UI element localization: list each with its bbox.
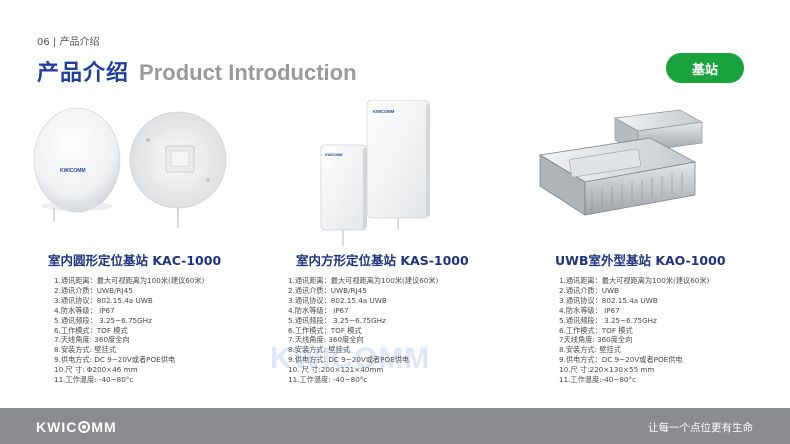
spec-item: 4.防水等级： IP67 xyxy=(288,305,349,315)
outdoor-anchor-image xyxy=(538,109,704,216)
spec-item: 8.安装方式: 壁挂式 xyxy=(559,345,621,355)
spec-list: 1.通讯距离：最大可视距离为100米(建议60米) 2.通讯介质：UWB 3.通… xyxy=(559,276,709,385)
spec-item: 2.通讯介质：UWB/RJ45 xyxy=(54,285,133,295)
spec-item: 7.天线角度: 360度全向 xyxy=(288,335,364,345)
section-label: 06 | 产品介绍 xyxy=(37,37,100,48)
product-name: 室内圆形定位基站 KAC-1000 xyxy=(48,253,222,268)
small-panel-brand: KWICOMM xyxy=(325,153,343,157)
spec-item: 4.防水等级： IP67 xyxy=(559,305,620,315)
spec-item: 10. 尺 寸:200×121×40mm xyxy=(288,365,384,375)
footer-bar: KWIC MM 让每一个点位更有生命 xyxy=(0,408,790,444)
spec-item: 3.通讯协议：802.15.4a UWB xyxy=(559,295,658,305)
logo-text-left: KWIC xyxy=(36,419,78,435)
spec-item: 3.通讯协议：802.15.4a UWB xyxy=(54,295,153,305)
product-name: 室内方形定位基站 KAS-1000 xyxy=(296,253,469,268)
category-pill: 基站 xyxy=(666,53,744,83)
spec-item: 1.通讯距离：最大可视距离为100米(建议60米) xyxy=(288,276,439,285)
page-title-en: Product Introduction xyxy=(139,60,357,85)
spec-item: 2.通讯介质：UWB/RJ45 xyxy=(288,285,367,295)
spec-item: 9.供电方式: DC 9~20V或者POE供电 xyxy=(288,355,410,365)
spec-list: 1.通讯距离：最大可视距离为100米(建议60米) 2.通讯介质：UWB/RJ4… xyxy=(54,276,204,385)
spec-item: 6.工作模式：TOF 模式 xyxy=(54,325,128,335)
spec-item: 2.通讯介质：UWB xyxy=(559,285,620,295)
spec-item: 8.安装方式: 壁挂式 xyxy=(288,345,350,355)
spec-item: 11.工作温度: -40~80°c xyxy=(288,375,368,385)
spec-item: 5.通讯频段： 3.25~6.75GHz xyxy=(559,315,657,325)
spec-item: 3.通讯协议：802.15.4a UWB xyxy=(288,295,387,305)
spec-item: 9.供电方式: DC 9~20V或者POE供电 xyxy=(54,355,176,365)
spec-item: 10.尺 寸:220×130×55 mm xyxy=(559,365,655,375)
spec-item: 5.通讯频段： 3.25~6.75GHz xyxy=(54,315,152,325)
spec-item: 7天线角度: 360度全向 xyxy=(559,335,633,345)
spec-item: 6.工作模式：TOF 模式 xyxy=(559,325,633,335)
page-title: 产品介绍 Product Introduction xyxy=(37,55,357,87)
logo-o-icon xyxy=(78,421,91,433)
spec-item: 11.工作温度:-40~80°c xyxy=(559,375,637,385)
footer-slogan: 让每一个点位更有生命 xyxy=(648,422,753,434)
logo-text-right: MM xyxy=(91,419,117,435)
spec-item: 8.安装方式: 壁挂式 xyxy=(54,345,116,355)
large-panel-brand: KWICOMM xyxy=(373,109,395,114)
spec-item: 6.工作模式：TOF 模式 xyxy=(288,325,362,335)
round-anchor-brand: KWICOMM xyxy=(60,168,86,174)
footer-logo: KWIC MM xyxy=(36,419,117,435)
product-name: UWB室外型基站 KAO-1000 xyxy=(555,253,726,268)
spec-item: 1.通讯距离：最大可视距离为100米(建议60米) xyxy=(54,276,205,285)
page-title-cn: 产品介绍 xyxy=(37,61,130,86)
spec-item: 10.尺 寸: Φ200×46 mm xyxy=(54,365,138,375)
round-anchor-image: KWICOMM xyxy=(33,107,227,228)
square-anchor-image: KWICOMM KWICOMM xyxy=(320,100,430,246)
spec-item: 4.防水等级： IP67 xyxy=(54,305,115,315)
spec-item: 7.天线角度: 360度全向 xyxy=(54,335,130,345)
spec-list: 1.通讯距离：最大可视距离为100米(建议60米) 2.通讯介质：UWB/RJ4… xyxy=(288,276,438,385)
spec-item: 11.工作温度: -40~80°c xyxy=(54,375,134,385)
spec-item: 1.通讯距离：最大可视距离为100米(建议60米) xyxy=(559,276,710,285)
spec-item: 9.供电方式：DC 9~20V或者POE供电 xyxy=(559,355,683,365)
spec-item: 5.通讯频段： 3.25~6.75GHz xyxy=(288,315,386,325)
watermark: KWICOMM xyxy=(270,342,431,375)
